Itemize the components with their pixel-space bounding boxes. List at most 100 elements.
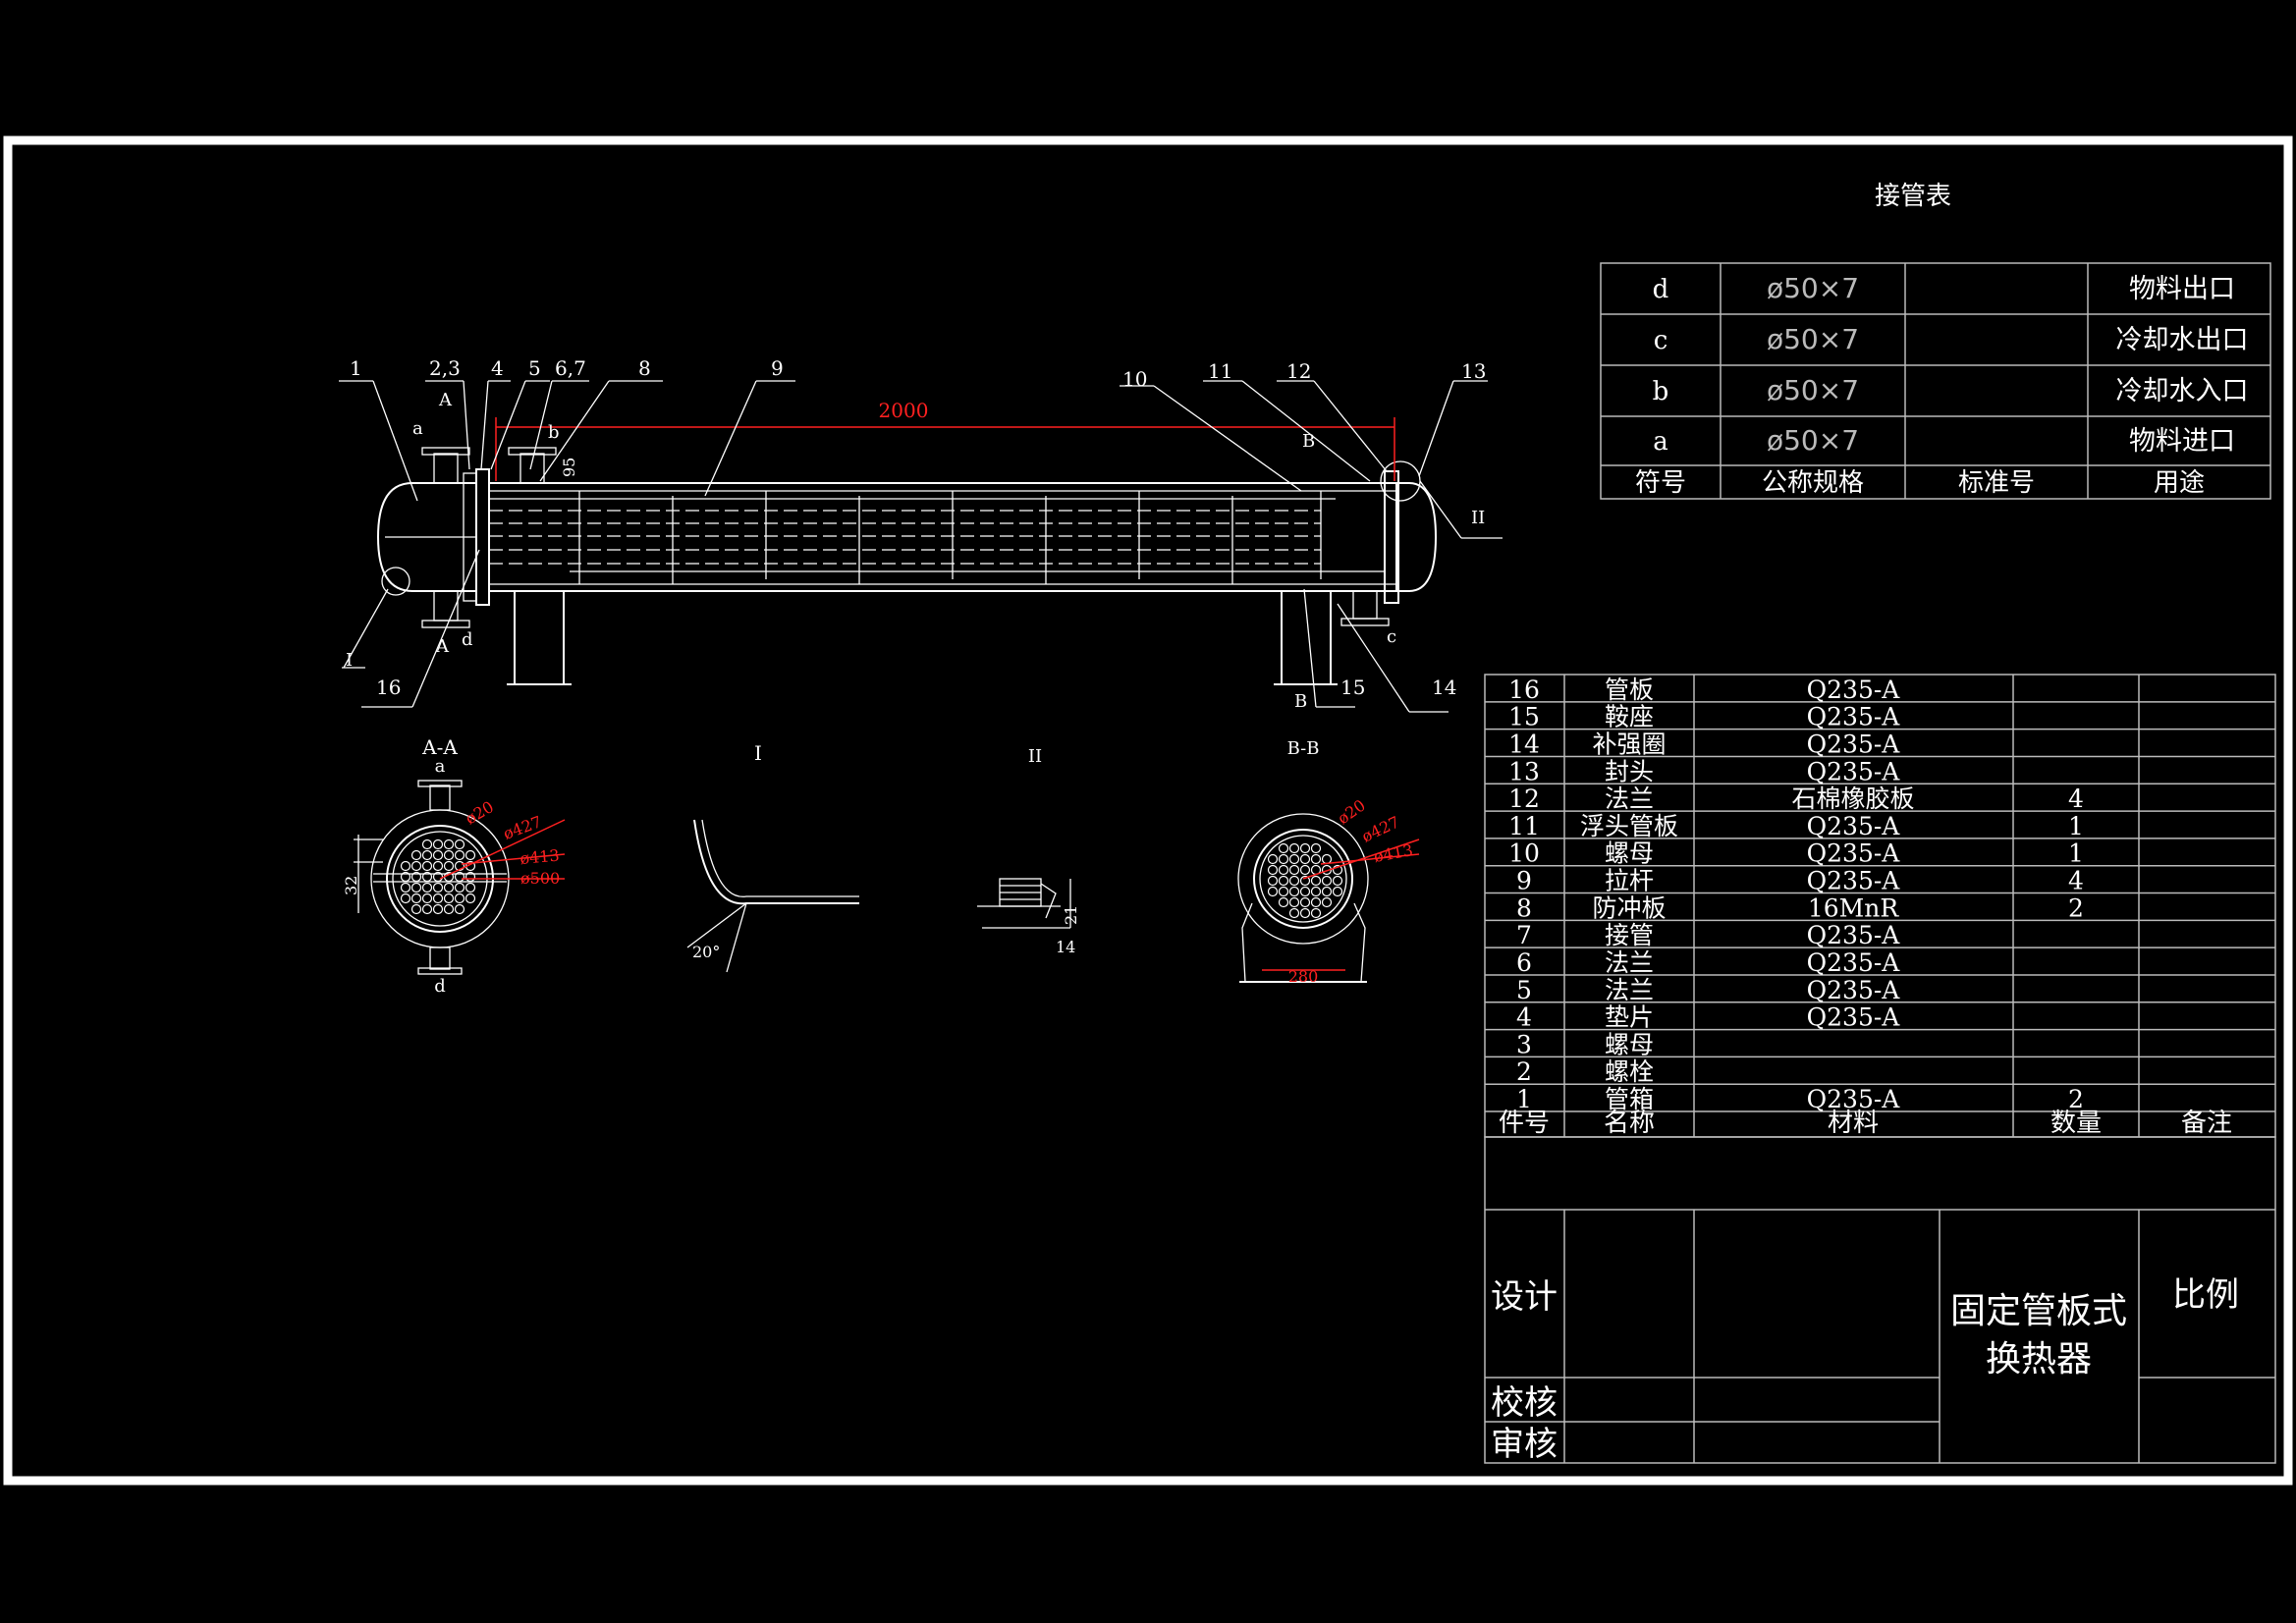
parts-cell-qty: 4 (2068, 867, 2084, 895)
leader-2-3: 2,3 (429, 356, 461, 380)
tube-hole (1288, 907, 1300, 919)
nozzle-row-b: b ø50×7 冷却水入口 (1653, 374, 2249, 406)
tube-hole (1310, 875, 1322, 887)
tube-hole (443, 903, 455, 915)
aa-dim-d500: ø500 (520, 869, 560, 888)
baffles (578, 491, 1322, 584)
nozzle-use: 冷却水出口 (2116, 325, 2249, 355)
tube-hole (443, 893, 455, 904)
parts-header-qty: 数量 (2050, 1109, 2102, 1138)
detail-ii-dim-14: 14 (1056, 938, 1075, 956)
tube-hole (1299, 853, 1311, 865)
bb-dim-d413: ø413 (1372, 840, 1414, 866)
tube-hole (1299, 907, 1311, 919)
parts-cell-no: 5 (1516, 976, 1532, 1004)
parts-cell-name: 补强圈 (1592, 730, 1666, 758)
tube-hole (432, 893, 444, 904)
parts-cell-no: 3 (1516, 1030, 1532, 1058)
parts-cell-material: Q235-A (1807, 948, 1901, 977)
tube-hole (454, 893, 465, 904)
parts-cell-no: 2 (1516, 1057, 1532, 1086)
tube-hole (432, 839, 444, 850)
parts-cell-no: 11 (1508, 812, 1540, 840)
nozzle-use: 冷却水入口 (2116, 376, 2249, 406)
parts-cell-no: 12 (1508, 784, 1540, 813)
tube-hole (1278, 886, 1289, 897)
tube-hole (1288, 875, 1300, 887)
parts-cell-no: 9 (1516, 867, 1532, 895)
parts-cell-material: Q235-A (1807, 757, 1901, 785)
tube-hole (1321, 886, 1333, 897)
tube-hole (454, 882, 465, 893)
parts-cell-no: 8 (1516, 893, 1532, 922)
parts-header-no: 件号 (1499, 1109, 1550, 1138)
dimension-2000: 2000 (879, 399, 929, 422)
tube-hole (410, 849, 422, 861)
detail-i-title: I (754, 741, 762, 765)
parts-header-note: 备注 (2181, 1109, 2232, 1138)
leader-lines (339, 380, 1503, 713)
nozzle-use: 物料出口 (2129, 274, 2235, 304)
leader-5: 5 (528, 356, 541, 380)
tube-hole (1310, 853, 1322, 865)
tube-hole (1267, 864, 1279, 876)
tube-hole (454, 860, 465, 872)
tube-hole (465, 849, 476, 861)
tube-hole (1288, 842, 1300, 854)
saddle-left (514, 590, 565, 685)
parts-cell-material: Q235-A (1807, 812, 1901, 840)
parts-cell-material: 石棉橡胶板 (1791, 784, 1914, 813)
nozzle-symbol: a (1653, 427, 1668, 457)
parts-header: 件号 名称 材料 数量 备注 (1499, 1109, 2232, 1138)
bb-outer-flange (1237, 813, 1369, 945)
parts-cell-no: 16 (1508, 676, 1540, 704)
nozzle-use: 物料进口 (2129, 426, 2235, 457)
parts-cell-material: 16MnR (1808, 893, 1900, 922)
aa-dim-d20: ø20 (463, 797, 497, 828)
bb-shell (1253, 829, 1353, 929)
tube-hole (1299, 864, 1311, 876)
bb-dim-d427: ø427 (1359, 812, 1402, 845)
nozzle-spec: ø50×7 (1767, 272, 1859, 304)
tube-hole (421, 882, 433, 893)
parts-cell-material: Q235-A (1807, 703, 1901, 731)
section-mark-a-top: A (438, 390, 453, 410)
tube-hole (1332, 864, 1343, 876)
check-label: 校核 (1491, 1383, 1558, 1423)
tube-hole (432, 860, 444, 872)
section-bb: B-B 280 ø20 ø427 ø413 (1237, 738, 1420, 986)
aa-dim-d413: ø413 (519, 846, 561, 868)
tube-hole (454, 839, 465, 850)
parts-cell-material: Q235-A (1807, 676, 1901, 704)
detail-i-angle: 20° (692, 943, 720, 961)
parts-cell-no: 15 (1508, 703, 1540, 731)
nozzle-label-c: c (1387, 626, 1396, 647)
section-aa-label-a: a (435, 756, 446, 777)
parts-cell-material: Q235-A (1807, 839, 1901, 868)
parts-cell-no: 6 (1516, 948, 1532, 977)
detail-ii-circle (1380, 460, 1421, 502)
parts-cell-no: 1 (1516, 1085, 1532, 1113)
parts-cell-name: 法兰 (1605, 948, 1654, 977)
parts-cell-material: Q235-A (1807, 1003, 1901, 1032)
tube-hole (1288, 864, 1300, 876)
bb-dim-d20: ø20 (1334, 796, 1368, 829)
nozzle-symbol: b (1653, 377, 1669, 406)
detail-ii-dim-21: 21 (1062, 905, 1080, 925)
detail-mark-ii: II (1471, 508, 1485, 528)
tube-hole (443, 860, 455, 872)
leader-11: 11 (1208, 359, 1232, 383)
nozzle-spec: ø50×7 (1767, 374, 1859, 406)
parts-cell-no: 14 (1508, 730, 1540, 758)
parts-cell-no: 7 (1516, 921, 1532, 949)
parts-cell-name: 管箱 (1605, 1085, 1654, 1113)
parts-cell-name: 法兰 (1605, 976, 1654, 1004)
parts-cell-name: 拉杆 (1605, 867, 1654, 895)
tube-hole (410, 903, 422, 915)
tube-hole (1278, 875, 1289, 887)
tube-hole (421, 849, 433, 861)
tube-hole (1299, 896, 1311, 908)
parts-cell-name: 螺母 (1605, 1030, 1654, 1058)
